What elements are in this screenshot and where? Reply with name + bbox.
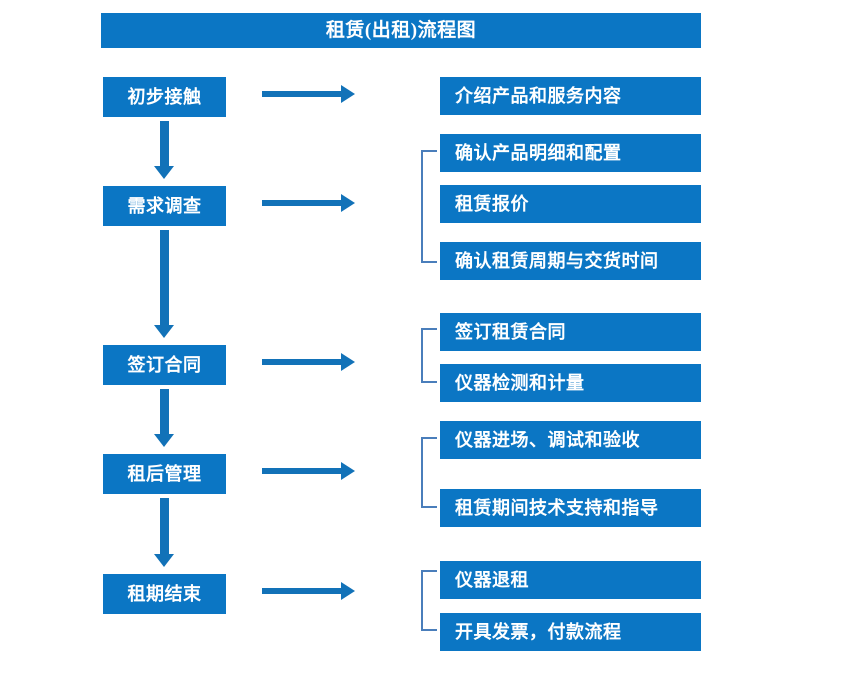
horizontal-arrow-2 (262, 194, 355, 212)
detail-box-confirm-rental-period[interactable]: 确认租赁周期与交货时间 (440, 242, 701, 280)
vertical-arrow-2 (154, 230, 174, 338)
horizontal-arrow-5 (262, 582, 355, 600)
detail-box-invoice-payment[interactable]: 开具发票，付款流程 (440, 613, 701, 651)
detail-box-rental-quotation[interactable]: 租赁报价 (440, 185, 701, 223)
group-bracket-sign-contract (421, 328, 437, 383)
detail-box-technical-support[interactable]: 租赁期间技术支持和指导 (440, 489, 701, 527)
stage-box-sign-contract[interactable]: 签订合同 (103, 345, 226, 385)
stage-box-initial-contact[interactable]: 初步接触 (103, 77, 226, 117)
vertical-arrow-3 (154, 389, 174, 447)
group-bracket-post-rental-management (421, 437, 437, 508)
vertical-arrow-1 (154, 121, 174, 179)
flowchart-title-bar: 租赁(出租)流程图 (101, 13, 701, 48)
detail-box-confirm-product-spec[interactable]: 确认产品明细和配置 (440, 134, 701, 172)
horizontal-arrow-3 (262, 353, 355, 371)
detail-box-instrument-delivery-commissioning[interactable]: 仪器进场、调试和验收 (440, 421, 701, 459)
stage-box-requirement-survey[interactable]: 需求调查 (103, 186, 226, 226)
detail-box-introduce-products[interactable]: 介绍产品和服务内容 (440, 77, 701, 115)
vertical-arrow-4 (154, 498, 174, 567)
detail-box-instrument-inspection[interactable]: 仪器检测和计量 (440, 364, 701, 402)
stage-box-rental-end[interactable]: 租期结束 (103, 574, 226, 614)
stage-box-post-rental-management[interactable]: 租后管理 (103, 454, 226, 494)
horizontal-arrow-4 (262, 462, 355, 480)
detail-box-instrument-return[interactable]: 仪器退租 (440, 561, 701, 599)
group-bracket-rental-end (421, 570, 437, 631)
horizontal-arrow-1 (262, 85, 355, 103)
detail-box-sign-rental-contract[interactable]: 签订租赁合同 (440, 313, 701, 351)
group-bracket-requirement-survey (421, 150, 437, 263)
